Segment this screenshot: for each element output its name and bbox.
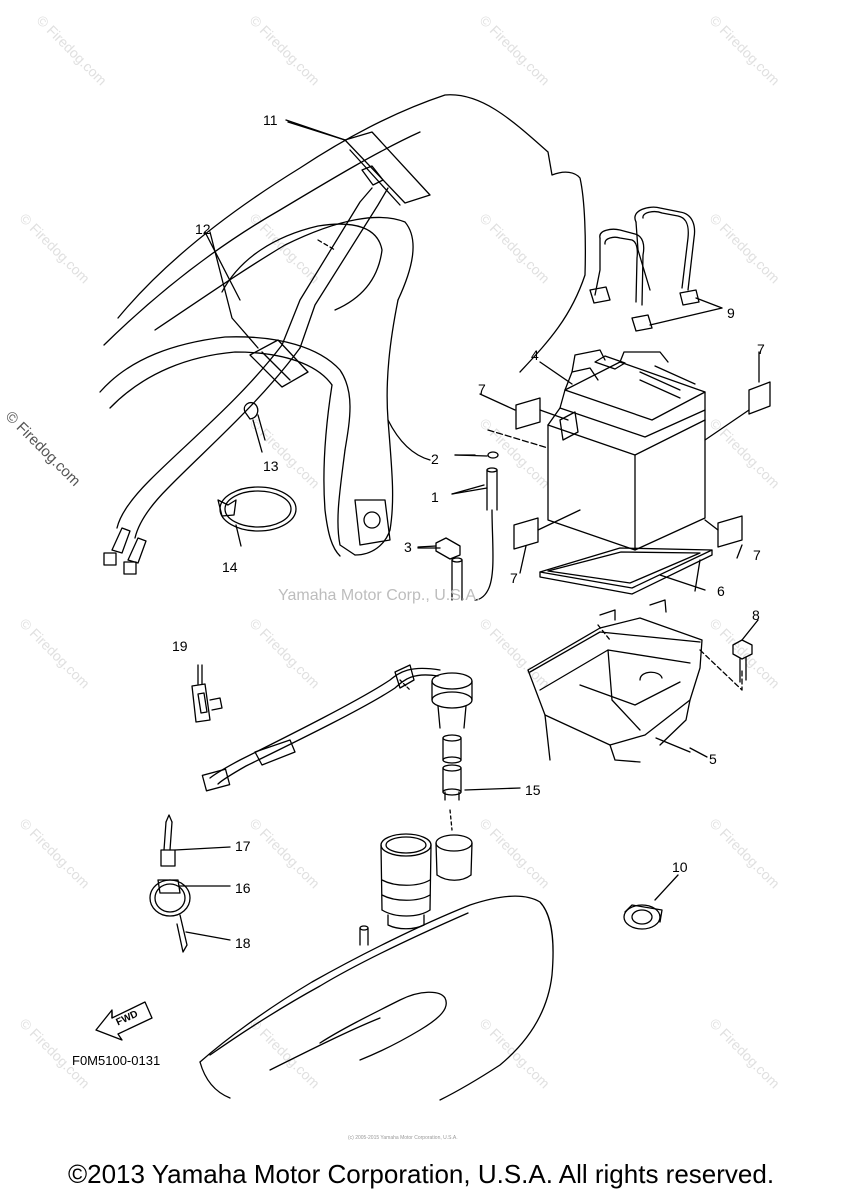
callout-2: 2 [431,451,439,467]
part-11-control-panel [281,119,431,349]
callout-7: 7 [510,570,518,586]
part-3-clip [417,537,461,560]
part-code: F0M5100-0131 [72,1053,161,1068]
callout-6: 6 [717,583,725,599]
fuel-tank [199,833,554,1101]
part-15-plug-assembly [201,664,521,831]
callout-16: 16 [235,880,251,896]
hull-outline [99,94,586,557]
part-8-bolt [732,619,759,683]
wire-harness [103,344,301,575]
callout-11: 11 [263,112,278,128]
tiny-notice: (c) 2005-2015 Yamaha Motor Corporation, … [348,1135,458,1141]
part-10-grommet [623,874,679,930]
callout-7: 7 [753,547,761,563]
callout-9: 9 [727,305,735,321]
part-16-17-18-clamp [149,814,231,953]
part-12-bracket [209,231,309,388]
copyright-footer: ©2013 Yamaha Motor Corporation, U.S.A. A… [67,1159,775,1189]
callout-10: 10 [672,859,688,875]
callout-17: 17 [235,838,251,854]
part-7-pads [513,381,771,550]
callout-8: 8 [752,607,760,623]
fwd-arrow [95,1001,153,1041]
callout-15: 15 [525,782,541,798]
part-1-2-breather [451,451,499,601]
callout-12: 12 [195,221,211,237]
callout-3: 3 [404,539,412,555]
part-6-mat [539,547,713,595]
center-watermark: Yamaha Motor Corp., U.S.A. [278,587,481,604]
leader-lines [197,121,760,758]
callout-7: 7 [757,341,765,357]
callout-1: 1 [431,489,439,505]
part-19-clamp [191,664,223,723]
callout-7: 7 [478,381,486,397]
part-9-battery-straps [589,206,723,332]
part-13-clamp [243,401,263,453]
callout-14: 14 [222,559,238,575]
callout-18: 18 [235,935,251,951]
part-4-battery [487,349,706,551]
callout-13: 13 [263,458,279,474]
callout-19: 19 [172,638,188,654]
callout-4: 4 [531,347,539,363]
part-5-battery-box [527,599,743,763]
part-14-cable-tie [217,486,297,547]
callout-5: 5 [709,751,717,767]
